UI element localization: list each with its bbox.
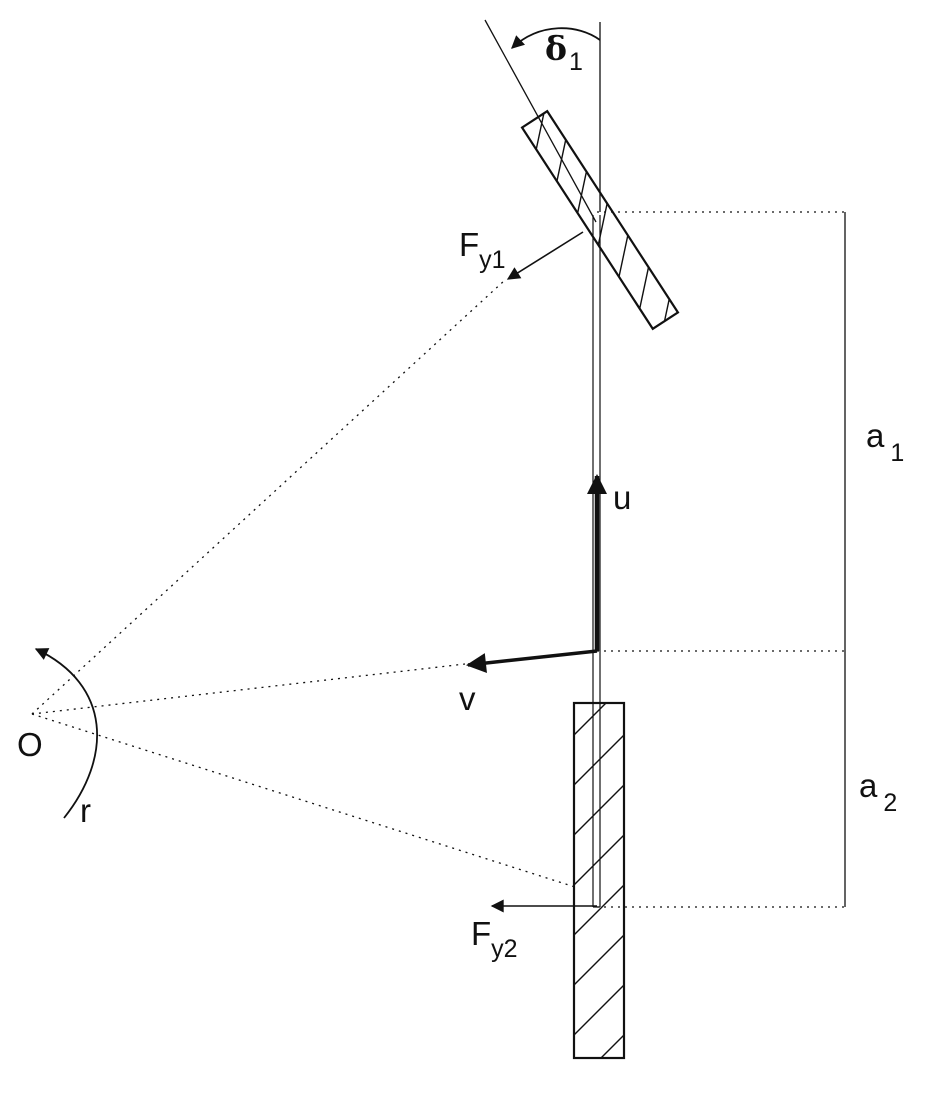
bicycle-frame [592,215,601,908]
v-label: v [459,680,476,717]
fy1-label: Fy1 [459,226,506,274]
steering-angle-reference-lines [484,19,601,223]
fy1-force-arrow [506,231,584,280]
dotted-line-center-to-origin [31,663,466,715]
v-velocity-arrow [466,649,598,673]
delta1-label: δ1 [545,29,583,76]
dotted-line-front-wheel-to-origin [31,279,506,715]
front-wheel [520,109,680,331]
rear-wheel [572,701,626,1060]
u-label: u [613,479,631,516]
fy2-label: Fy2 [471,915,518,963]
dotted-construction-lines [31,211,845,908]
r-label: r [80,792,91,829]
yaw-rate-arc [34,648,98,819]
steering-angle-arc [511,27,601,49]
dotted-line-rear-wheel-to-origin [31,713,576,888]
origin-label: O [17,726,43,763]
